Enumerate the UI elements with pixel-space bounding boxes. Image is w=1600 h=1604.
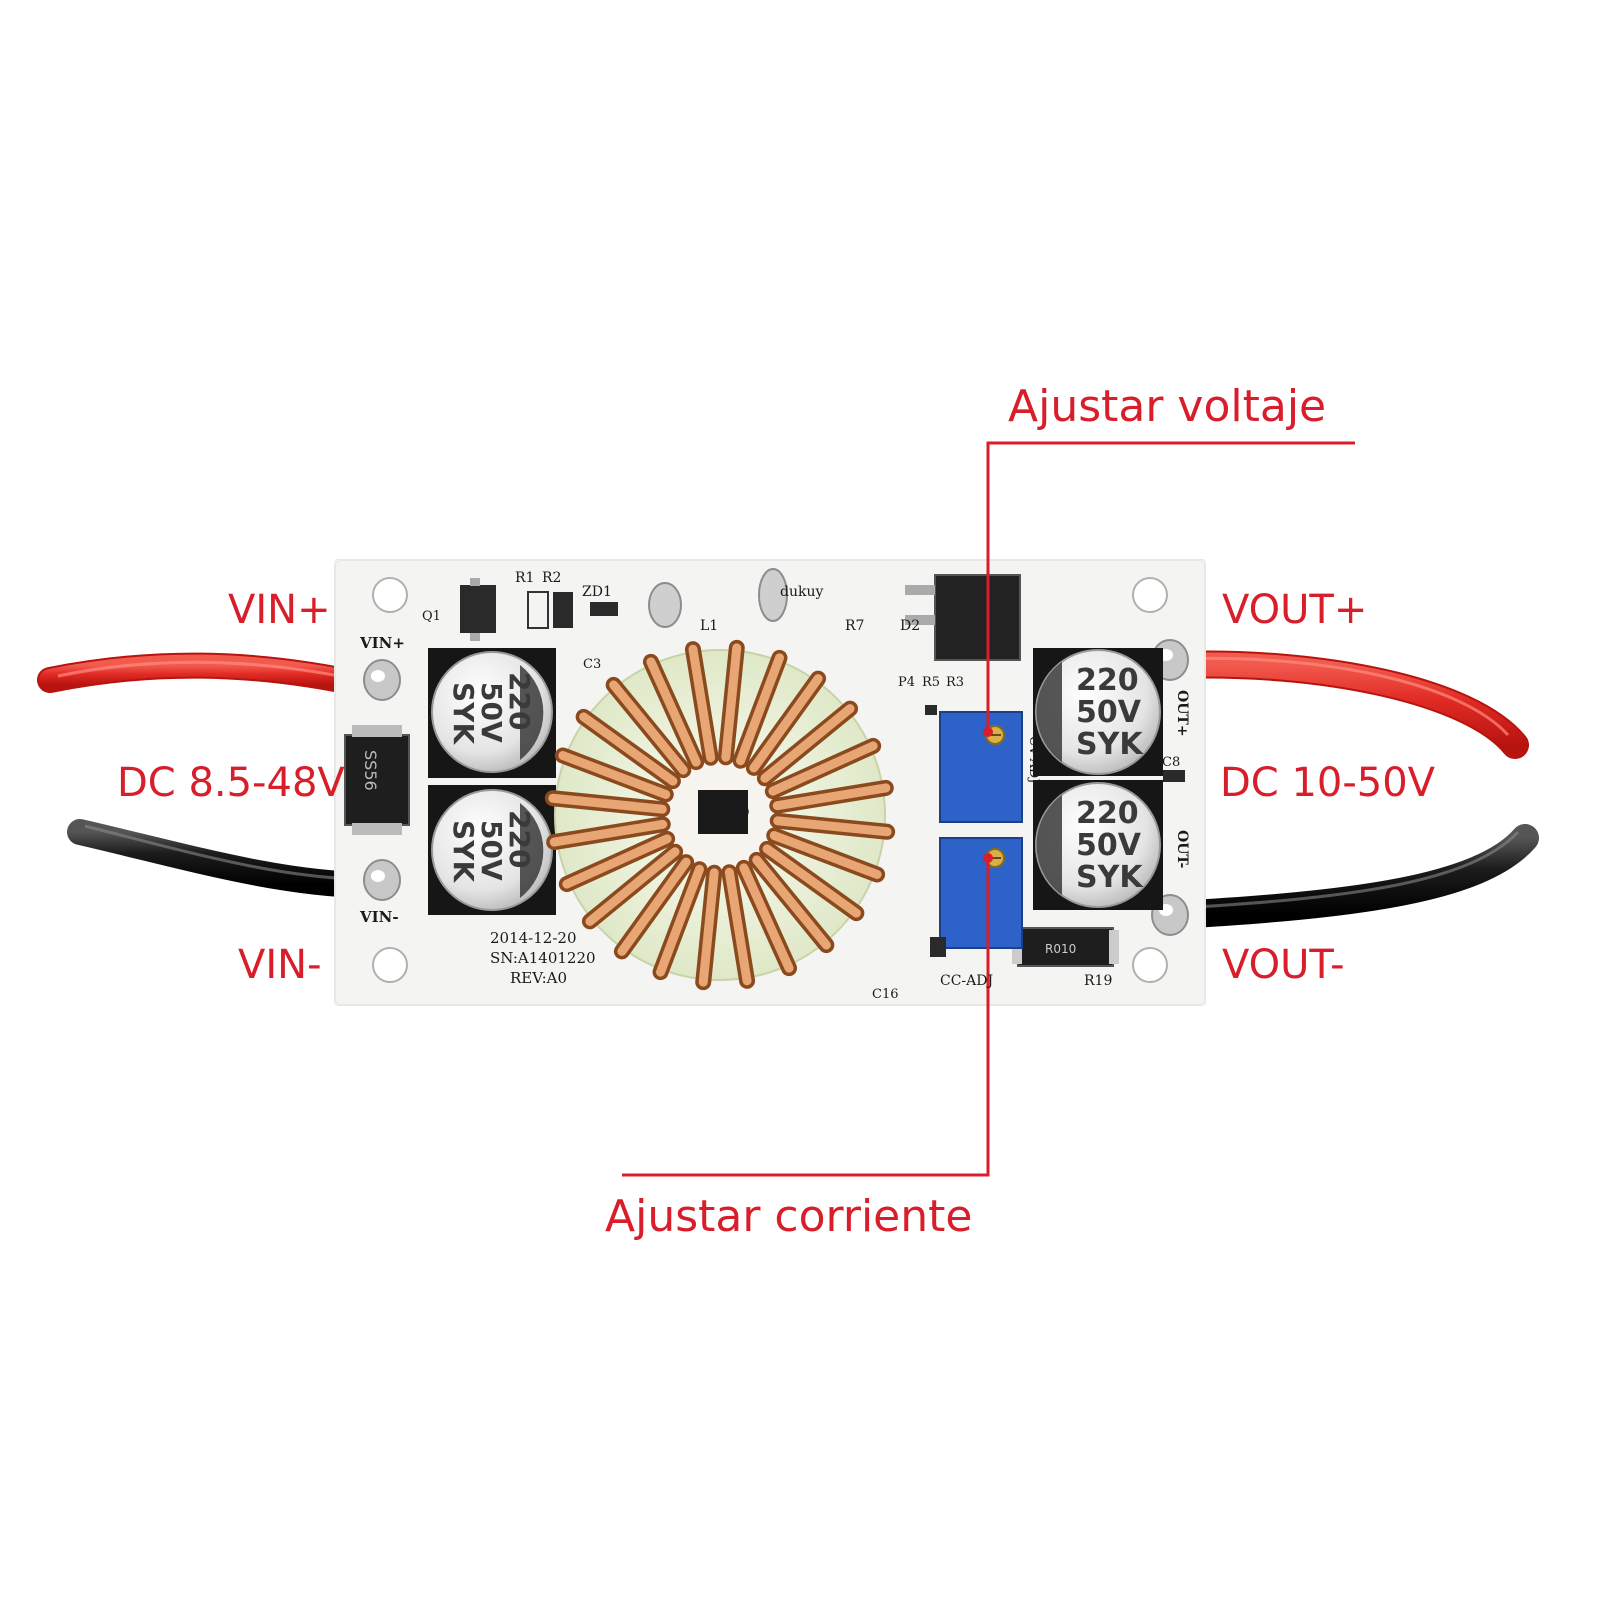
cap-out1-brand: SYK bbox=[1076, 727, 1144, 762]
silk-revision: REV:A0 bbox=[510, 969, 567, 987]
callout-line-current bbox=[622, 860, 990, 1177]
cap-in1-brand: SYK bbox=[447, 682, 480, 745]
mounting-hole bbox=[1132, 947, 1168, 983]
output-capacitor-top bbox=[1033, 648, 1163, 776]
label-input-range: DC 8.5-48V bbox=[117, 760, 345, 806]
label-adjust-voltage: Ajustar voltaje bbox=[1008, 381, 1327, 432]
label-output-range: DC 10-50V bbox=[1220, 760, 1436, 806]
silk-ref-r19: R19 bbox=[1084, 973, 1112, 989]
silk-vin-plus: VIN+ bbox=[359, 634, 405, 652]
copper-winding-highlight bbox=[646, 657, 701, 767]
copper-winding-highlight bbox=[768, 741, 878, 796]
silk-serial: SN:A1401220 bbox=[490, 949, 596, 967]
silk-ref-d2: D2 bbox=[900, 618, 920, 634]
cap-in2-brand: SYK bbox=[447, 820, 480, 883]
copper-winding-highlight bbox=[772, 783, 891, 811]
label-vin-minus: VIN- bbox=[238, 942, 322, 988]
silk-ss56: SS56 bbox=[361, 750, 380, 791]
copper-winding-highlight bbox=[769, 831, 882, 879]
silk-ref-r7: R7 bbox=[845, 618, 864, 634]
copper-winding-highlight bbox=[752, 855, 831, 950]
silk-ref-zd1: ZD1 bbox=[582, 584, 612, 600]
copper-winding-highlight bbox=[698, 868, 719, 987]
silk-cv-adj: CV-ADJ bbox=[1026, 736, 1041, 784]
label-vout-plus: VOUT+ bbox=[1222, 587, 1368, 633]
silk-ref-c16: C16 bbox=[872, 987, 899, 1002]
silk-ref-p4: P4 bbox=[898, 675, 915, 690]
silk-brand: dukuy bbox=[780, 584, 823, 600]
copper-winding-highlight bbox=[656, 864, 704, 977]
copper-winding-highlight bbox=[749, 674, 823, 773]
silk-out-plus: OUT+ bbox=[1174, 690, 1190, 737]
silk-cc-adj: CC-ADJ bbox=[940, 973, 993, 989]
copper-winding-highlight bbox=[762, 844, 861, 918]
copper-winding-highlight bbox=[688, 644, 716, 763]
cap-out2-value: 220 bbox=[1076, 796, 1139, 831]
shunt-resistor bbox=[1017, 927, 1114, 967]
cap-out2-brand: SYK bbox=[1076, 860, 1144, 895]
trimmer-cv-adj bbox=[939, 711, 1023, 823]
trimmer-cc-adj bbox=[939, 837, 1023, 949]
cap-out1-voltage: 50V bbox=[1076, 695, 1142, 730]
copper-winding-highlight bbox=[562, 834, 672, 889]
cap-out1-value: 220 bbox=[1076, 663, 1139, 698]
copper-winding-highlight bbox=[617, 857, 691, 956]
silk-ref-q1: Q1 bbox=[422, 609, 441, 624]
copper-winding-highlight bbox=[773, 816, 892, 837]
mounting-hole bbox=[372, 577, 408, 613]
mounting-hole bbox=[372, 947, 408, 983]
input-capacitor-top bbox=[428, 648, 556, 778]
cap-out2-voltage: 50V bbox=[1076, 828, 1142, 863]
silk-ref-r2: R2 bbox=[542, 570, 561, 586]
copper-winding-highlight bbox=[549, 819, 668, 847]
copper-winding-highlight bbox=[609, 680, 688, 775]
silk-date: 2014-12-20 bbox=[490, 929, 576, 947]
silk-ref-r5: R5 bbox=[922, 675, 940, 690]
copper-winding-highlight bbox=[760, 704, 855, 783]
silk-ref-c10: C10 bbox=[725, 805, 749, 819]
silk-ref-l1: L1 bbox=[700, 618, 718, 634]
cap-in2-voltage: 50V bbox=[475, 820, 508, 881]
copper-winding-highlight bbox=[721, 643, 742, 762]
silkscreen: VIN+ VIN- 2014-12-20 SN:A1401220 REV:A0 … bbox=[359, 570, 1190, 1002]
copper-winding-highlight bbox=[739, 863, 794, 973]
silk-out-minus: OUT- bbox=[1174, 830, 1190, 869]
output-capacitor-bottom bbox=[1033, 780, 1163, 910]
copper-winding-highlight bbox=[558, 751, 671, 799]
silk-ref-c3: C3 bbox=[583, 657, 601, 672]
copper-winding-highlight bbox=[736, 653, 784, 766]
copper-winding-highlight bbox=[724, 867, 752, 986]
copper-winding-highlight bbox=[579, 712, 678, 786]
cap-in1-value: 220 bbox=[503, 672, 536, 730]
silk-ref-r1: R1 bbox=[515, 570, 534, 586]
callout-line-voltage bbox=[986, 441, 1355, 730]
label-vout-minus: VOUT- bbox=[1222, 942, 1345, 988]
copper-windings bbox=[544, 639, 896, 991]
wire-black-output bbox=[1161, 824, 1539, 929]
input-capacitor-bottom bbox=[428, 785, 556, 915]
mosfet-d2 bbox=[934, 574, 1021, 661]
label-vin-plus: VIN+ bbox=[228, 587, 331, 633]
silk-ref-c8: C8 bbox=[1162, 755, 1180, 770]
copper-winding-highlight bbox=[548, 793, 667, 814]
cap-in1-voltage: 50V bbox=[475, 682, 508, 743]
silk-vin-minus: VIN- bbox=[359, 908, 399, 926]
label-adjust-current: Ajustar corriente bbox=[605, 1191, 973, 1242]
cap-in2-value: 220 bbox=[503, 810, 536, 868]
copper-winding-highlight bbox=[585, 847, 680, 926]
silk-ref-r3: R3 bbox=[946, 675, 964, 690]
toroid-inductor bbox=[554, 649, 886, 981]
mounting-hole bbox=[1132, 577, 1168, 613]
silk-r010: R010 bbox=[1045, 942, 1076, 956]
